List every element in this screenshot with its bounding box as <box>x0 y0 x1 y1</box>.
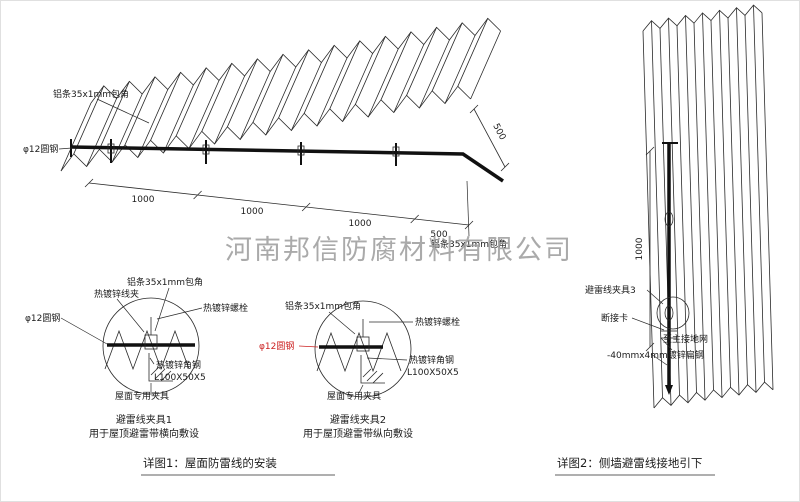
dim-1000-b: 1000 <box>241 207 264 217</box>
dim-500-right: 500 <box>490 122 507 142</box>
detail1-roof-profile <box>104 329 190 371</box>
detail1-label-angle-steel: 热镀锌角钢 <box>156 359 201 371</box>
detail2-label-strip: 铝条35x1mm包角 <box>285 300 361 312</box>
roof-corrugation-ribs <box>60 18 501 172</box>
caption-fig2: 详图2：侧墙避雷线接地引下 <box>557 456 702 470</box>
roof-far-edge <box>90 17 501 104</box>
detail2-label-roof-clamp: 屋面专用夹具 <box>327 390 381 402</box>
detail1-leader-lines <box>60 287 203 393</box>
wall-detail-circle <box>656 296 690 330</box>
detail2-label-round-steel: φ12圆钢 <box>259 340 294 352</box>
dimension-ticks <box>84 178 474 230</box>
label-disconnect: 断接卡 <box>601 312 628 324</box>
detail2-label-angle-steel-spec: L100X50X5 <box>407 368 459 378</box>
wall-clamp-lower <box>664 305 674 321</box>
detail1-label-roof-clamp: 屋面专用夹具 <box>115 390 169 402</box>
detail2-subtitle: 用于屋顶避雷带纵向敷设 <box>303 427 413 440</box>
detail1-title: 避雷线夹具1 <box>116 413 172 426</box>
label-aluminium-strip-right: 铝条35x1mm包角 <box>431 238 507 250</box>
detail1-label-wire-clip: 热镀锌线夹 <box>94 288 139 300</box>
roof-isometric-view: 铝条35x1mm包角 φ12圆钢 铝条35x1mm包角 <box>23 17 507 250</box>
wall-leader-lines <box>631 289 673 366</box>
label-clamp3: 避雷线夹具3 <box>585 284 636 296</box>
detail2-leader-lines <box>298 311 413 394</box>
label-aluminium-strip-top: 铝条35x1mm包角 <box>53 88 129 100</box>
detail2-label-bolt: 热镀锌螺栓 <box>415 316 460 328</box>
dimension-line-right <box>473 108 506 168</box>
dimension-line <box>88 182 470 226</box>
detail2-angle-steel <box>360 355 385 384</box>
detail1-circle-outline <box>102 297 200 395</box>
detail1-label-angle-steel-spec: L100X50X5 <box>154 373 206 383</box>
detail1-label-round-steel: φ12圆钢 <box>25 312 60 324</box>
label-to-ground: 至主接地网 <box>663 333 708 345</box>
dim-1000-c: 1000 <box>349 219 372 229</box>
roof-dimension: 1000 1000 1000 500 500 <box>84 104 510 240</box>
detail-circle-2: 铝条35x1mm包角 热镀锌螺栓 φ12圆钢 热镀锌角钢 L100X50X5 屋… <box>259 300 460 440</box>
detail2-roof-profile <box>316 331 402 373</box>
detail1-clip <box>144 334 158 350</box>
detail1-subtitle: 用于屋顶避雷带横向敷设 <box>89 427 199 440</box>
wall-view: 1000 避雷线夹具3 断接卡 至主接地网 -40mmx4mm镀锌扁钢 <box>585 4 774 409</box>
ground-arrow <box>665 385 673 395</box>
detail2-circle-outline <box>314 300 412 398</box>
wall-clamp-upper <box>664 211 674 227</box>
label-flat-steel: -40mmx4mm镀锌扁钢 <box>607 349 704 361</box>
wall-corrugation-ribs <box>642 5 774 409</box>
detail1-angle-steel <box>148 353 173 382</box>
detail2-label-angle-steel: 热镀锌角钢 <box>409 354 454 366</box>
wall-dim-1000: 1000 <box>635 237 645 260</box>
captions: 详图1：屋面防雷线的安装 详图2：侧墙避雷线接地引下 <box>141 456 715 476</box>
detail1-label-strip: 铝条35x1mm包角 <box>127 276 203 288</box>
detail2-title: 避雷线夹具2 <box>330 413 386 426</box>
detail1-label-bolt: 热镀锌螺栓 <box>203 302 248 314</box>
caption-fig1: 详图1：屋面防雷线的安装 <box>143 456 277 470</box>
watermark-text: 河南邦信防腐材料有限公司 <box>225 235 573 266</box>
dim-1000-a: 1000 <box>132 195 155 205</box>
lightning-wire <box>70 145 504 183</box>
wire-clamps <box>107 139 400 166</box>
detail2-clip <box>356 336 370 352</box>
roof-leader-lines <box>58 98 470 237</box>
dim-500: 500 <box>430 230 447 240</box>
label-round-steel-roof: φ12圆钢 <box>23 143 58 155</box>
detail-circle-1: 热镀锌线夹 铝条35x1mm包角 热镀锌螺栓 φ12圆钢 热镀锌角钢 L100X… <box>25 276 248 440</box>
